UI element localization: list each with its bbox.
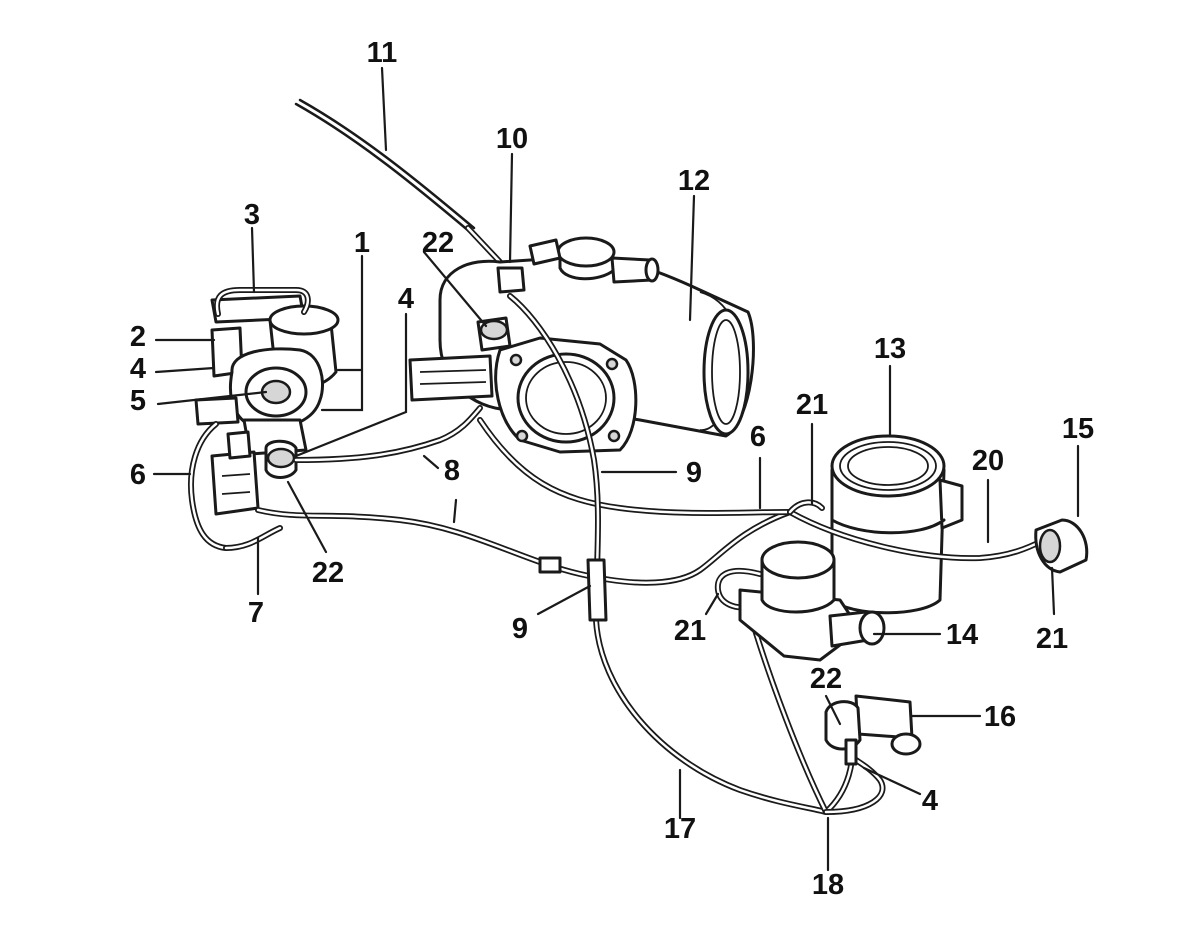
callout-13: 12 [678,165,710,197]
callout-21-right: 21 [1036,623,1068,655]
callout-10: 9 [686,457,702,489]
callout-14: 13 [874,333,906,365]
air-intake-housing [830,434,964,615]
callout-1: 1 [354,227,370,259]
callout-5: 5 [130,385,146,417]
callout-18: 17 [664,813,696,845]
callout-11: 10 [496,123,528,155]
valve-15 [738,540,886,662]
callout-8: 8 [444,455,460,487]
callout-21-mid: 21 [674,615,706,647]
leader-lines [152,66,1080,872]
callout-6-right: 6 [750,421,766,453]
throttle-body-flange [408,336,638,454]
left-valve [210,430,298,516]
callout-labels: 11 10 12 3 1 22 4 2 4 5 6 7 8 22 9 9 6 2… [130,37,1094,901]
callout-19: 18 [812,869,844,901]
callout-3: 3 [244,199,260,231]
callout-2: 2 [130,321,146,353]
callout-12: 11 [367,37,398,69]
callout-22-bottom: 22 [810,663,842,695]
callout-20: 20 [972,445,1004,477]
callout-9: 9 [512,613,528,645]
callout-22-left: 22 [312,557,344,589]
callout-7: 7 [248,597,264,629]
valve-17 [824,694,922,766]
canister-assembly [194,294,340,456]
callout-4-top: 4 [398,283,414,315]
sensor-16 [1034,518,1089,574]
callout-17: 16 [984,701,1016,733]
callout-6-left: 6 [130,459,146,491]
throttle-cable [294,98,503,265]
callout-4-bottom: 4 [922,785,938,817]
callout-15: 14 [946,619,978,651]
callout-21-top: 21 [796,389,828,421]
callout-16: 15 [1062,413,1094,445]
callout-4-left: 4 [130,353,146,385]
callout-22-top: 22 [422,227,454,259]
hose-network [188,287,1047,815]
